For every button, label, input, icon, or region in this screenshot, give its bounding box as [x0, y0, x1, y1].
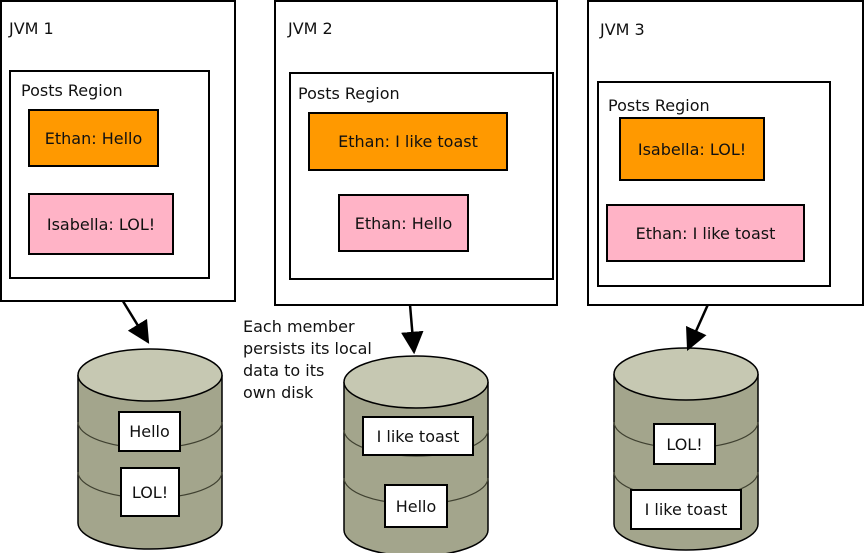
note-line-2: persists its local	[243, 339, 372, 358]
jvm-3-region-title: Posts Region	[608, 96, 710, 115]
jvm-2-region-title: Posts Region	[298, 84, 400, 103]
note-line-3: data to its	[243, 361, 325, 380]
note-line-4: own disk	[243, 383, 314, 402]
jvm-1-title: JVM 1	[9, 19, 54, 38]
jvm-2-entry-secondary: Ethan: Hello	[338, 194, 469, 252]
disk-1-entry-2: LOL!	[120, 467, 180, 517]
jvm-2-entry-primary: Ethan: I like toast	[308, 112, 508, 171]
jvm-3-entry-secondary: Ethan: I like toast	[606, 204, 805, 262]
jvm-3-title: JVM 3	[600, 20, 645, 39]
disk-2-entry-2: Hello	[384, 484, 448, 528]
jvm-2-title: JVM 2	[288, 19, 333, 38]
disk-1-entry-1: Hello	[118, 411, 181, 452]
disk-1-icon	[77, 348, 223, 550]
persistence-note: Each member persists its local data to i…	[243, 316, 372, 404]
jvm-1-region-title: Posts Region	[21, 81, 123, 100]
jvm-3-entry-primary: Isabella: LOL!	[619, 117, 765, 181]
disk-2-entry-1: I like toast	[362, 416, 474, 456]
note-line-1: Each member	[243, 317, 355, 336]
jvm-1-entry-primary: Ethan: Hello	[28, 109, 159, 167]
jvm-1-entry-secondary: Isabella: LOL!	[28, 193, 174, 255]
disk-3-entry-2: I like toast	[630, 489, 742, 530]
disk-3-entry-1: LOL!	[653, 423, 716, 465]
